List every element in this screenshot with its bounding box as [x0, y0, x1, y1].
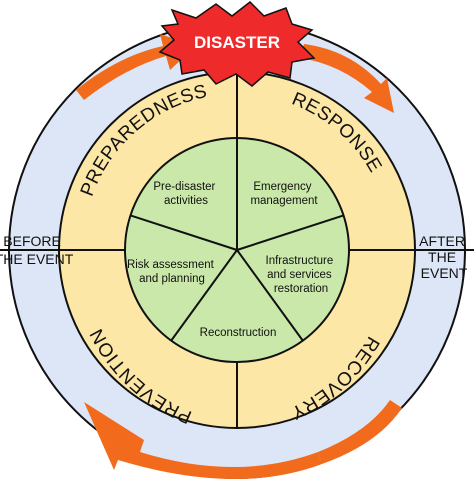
before-line-2: THE EVENT — [0, 251, 74, 267]
activity-risk-line-2: and planning — [139, 273, 205, 285]
activity-emergency-line-1: Emergency — [253, 181, 311, 193]
activity-infrastructure-line-2: and services — [267, 269, 332, 281]
arrow-clockwise-right-icon — [300, 44, 394, 113]
after-line-1: AFTER — [419, 233, 465, 249]
after-line-2: THE — [428, 249, 456, 265]
activity-reconstruction: Reconstruction — [200, 327, 277, 339]
after-the-event-label: AFTER THE EVENT — [419, 233, 469, 281]
activity-risk: Risk assessment and planning — [127, 259, 217, 285]
activity-spokes — [130, 138, 344, 342]
arrow-bottom-right-icon — [318, 400, 402, 464]
before-line-1: BEFORE — [3, 233, 61, 249]
before-the-event-label: BEFORE THE EVENT — [0, 233, 74, 267]
disaster-star-icon — [158, 1, 316, 87]
after-line-3: EVENT — [421, 265, 468, 281]
activity-reconstruction-line-1: Reconstruction — [200, 327, 277, 339]
activity-emergency: Emergency management — [250, 181, 318, 207]
activity-infrastructure-line-3: restoration — [274, 283, 328, 295]
arrow-bottom-left-icon — [84, 402, 322, 480]
activity-pre-disaster: Pre-disaster activities — [153, 181, 218, 207]
disaster-label: DISASTER — [194, 33, 280, 52]
activity-infrastructure: Infrastructure and services restoration — [266, 255, 337, 295]
activity-pre-disaster-line-1: Pre-disaster — [153, 181, 215, 193]
activity-risk-line-1: Risk assessment — [127, 259, 215, 271]
activity-pre-disaster-line-2: activities — [164, 195, 208, 207]
activity-infrastructure-line-1: Infrastructure — [266, 255, 334, 267]
activity-emergency-line-2: management — [250, 195, 318, 207]
